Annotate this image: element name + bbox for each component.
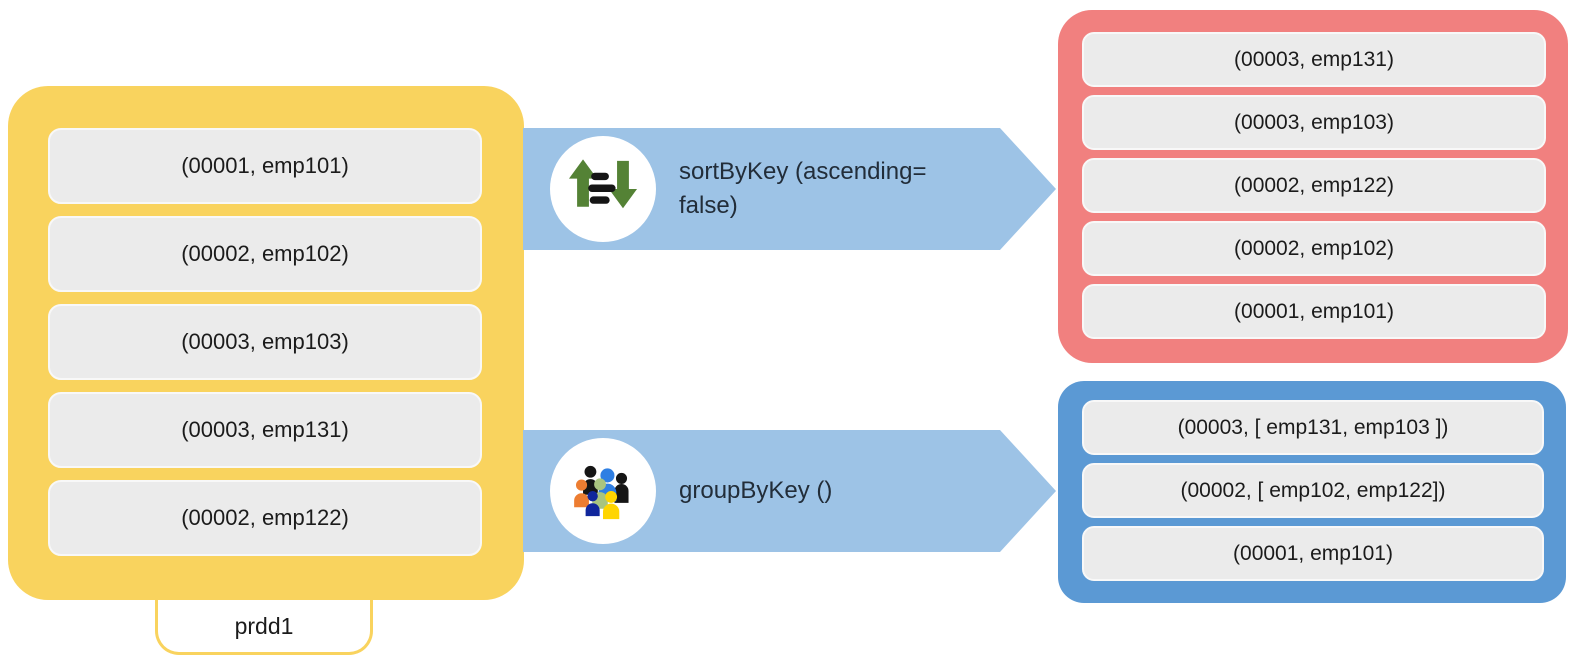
groupbykey-arrow-banner: groupByKey () <box>523 430 1056 552</box>
grouped-rdd-box: (00003, [ emp131, emp103 ]) (00002, [ em… <box>1058 381 1566 603</box>
rdd-row: (00003, emp103) <box>1082 95 1546 150</box>
group-icon <box>550 438 656 544</box>
groupbykey-label: groupByKey () <box>679 477 833 504</box>
sortbykey-label: sortByKey (ascending= false) <box>679 158 927 219</box>
rdd-row: (00001, emp101) <box>1082 526 1544 581</box>
rdd-row: (00002, [ emp102, emp122]) <box>1082 463 1544 518</box>
rdd-row: (00002, emp102) <box>48 216 482 292</box>
rdd-row: (00003, emp131) <box>48 392 482 468</box>
source-rdd-box: (00001, emp101) (00002, emp102) (00003, … <box>8 86 524 600</box>
source-rdd-name: prdd1 <box>234 612 294 639</box>
rdd-row: (00002, emp102) <box>1082 221 1546 276</box>
rdd-row: (00001, emp101) <box>1082 284 1546 339</box>
sortbykey-arrow-banner: sortByKey (ascending= false) <box>523 128 1056 250</box>
rdd-row: (00002, emp122) <box>48 480 482 556</box>
source-rdd-name-tab: prdd1 <box>155 600 373 655</box>
sorted-rdd-box: (00003, emp131) (00003, emp103) (00002, … <box>1058 10 1568 363</box>
rdd-row: (00003, emp103) <box>48 304 482 380</box>
rdd-row: (00001, emp101) <box>48 128 482 204</box>
rdd-row: (00003, [ emp131, emp103 ]) <box>1082 400 1544 455</box>
rdd-row: (00002, emp122) <box>1082 158 1546 213</box>
sort-icon <box>550 136 656 242</box>
rdd-row: (00003, emp131) <box>1082 32 1546 87</box>
